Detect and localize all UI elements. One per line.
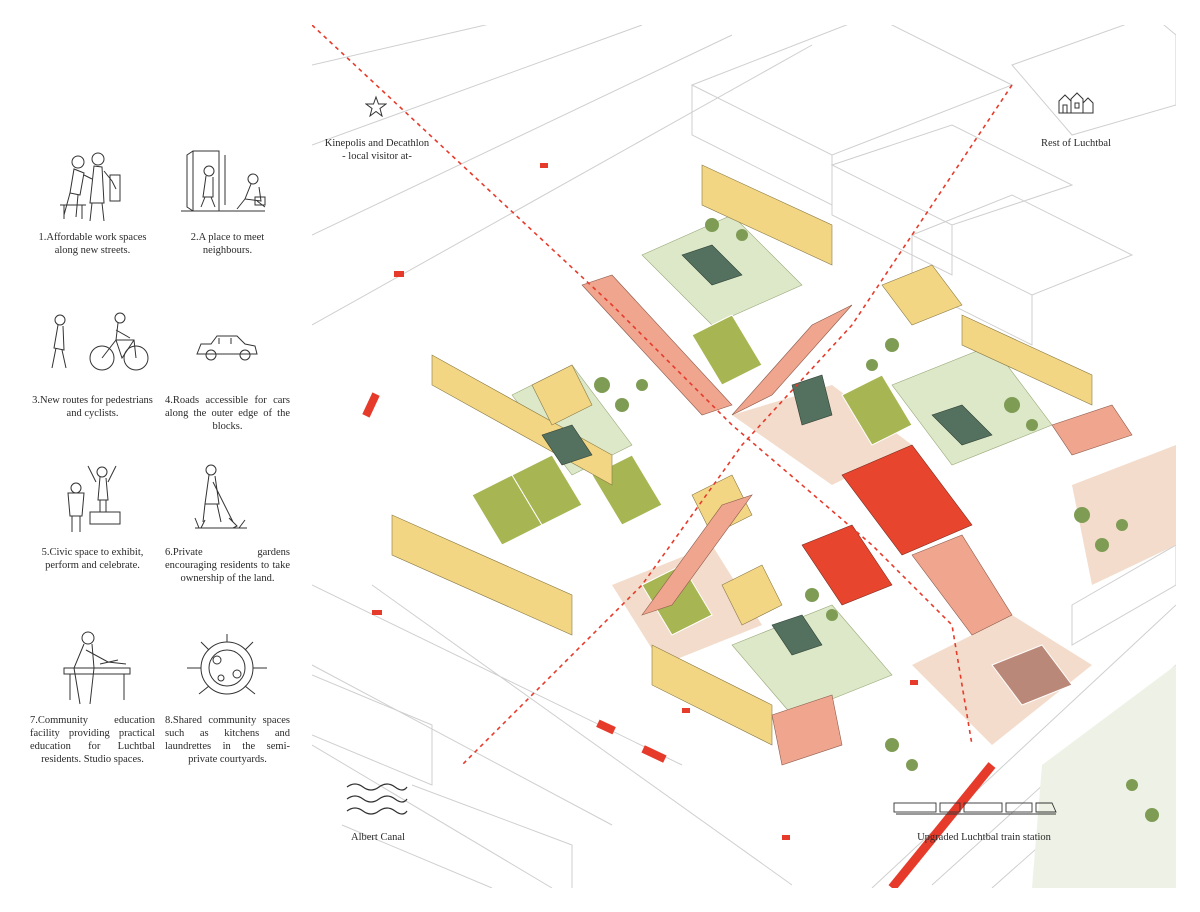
kinepolis-label: Kinepolis and Decathlon - local visitor …	[324, 138, 430, 162]
pavilions	[541, 244, 993, 656]
vehicles	[362, 163, 918, 840]
legend-item-roads: 4.Roads accessible for cars along the ou…	[165, 308, 290, 433]
rest-of-luchtbal-label: Rest of Luchtbal	[1041, 138, 1111, 149]
gardener-sketch-icon	[194, 464, 247, 529]
cyclist-sketch-icon	[51, 312, 149, 371]
car-sketch-icon	[196, 335, 258, 361]
legend-item-education: 7.Community education facility providing…	[30, 628, 155, 766]
pedestrian-routes	[312, 25, 1013, 766]
legend-item-workspaces: 1.Affordable work spaces along new stree…	[30, 145, 155, 257]
railway-line	[888, 762, 996, 888]
garden-plots	[471, 314, 913, 636]
legend-caption: 3.New routes for pedestrians and cyclist…	[32, 395, 153, 419]
legend-caption: 8.Shared community spaces such as kitche…	[165, 715, 290, 765]
legend-item-meet-neighbours: 2.A place to meet neighbours.	[165, 145, 290, 257]
community-facility	[801, 444, 973, 606]
park-area	[1032, 665, 1176, 888]
waves-icon	[346, 783, 408, 815]
legend-caption: 2.A place to meet neighbours.	[190, 232, 265, 256]
shared-table-sketch-icon	[187, 634, 267, 695]
star-icon	[365, 95, 387, 117]
legend-caption: 1.Affordable work spaces along new stree…	[38, 232, 147, 256]
masterplan-drawing	[312, 25, 1176, 888]
workspace-blocks	[581, 274, 1133, 766]
legend-item-civic-space: 5.Civic space to exhibit, perform and ce…	[30, 460, 155, 572]
workshop-sketch-icon	[63, 631, 131, 705]
sports-court	[991, 644, 1073, 706]
performers-sketch-icon	[67, 465, 121, 532]
neighbours-sketch-icon	[181, 150, 266, 212]
legend-item-shared-spaces: 8.Shared community spaces such as kitche…	[165, 628, 290, 766]
legend-caption: 6.Private gardens encouraging residents …	[165, 547, 290, 584]
houses-icon	[1058, 92, 1094, 114]
legend-panel: 1.Affordable work spaces along new stree…	[0, 0, 300, 912]
legend-caption: 5.Civic space to exhibit, perform and ce…	[41, 547, 144, 571]
train-station-label: Upgraded Luchtbal train station	[917, 832, 1051, 843]
train-icon	[893, 802, 1057, 815]
residential-blocks	[391, 164, 1093, 746]
legend-caption: 7.Community education facility providing…	[30, 715, 155, 765]
legend-item-private-gardens: 6.Private gardens encouraging residents …	[165, 460, 290, 585]
legend-caption: 4.Roads accessible for cars along the ou…	[165, 395, 290, 432]
trees	[594, 218, 1159, 822]
workspace-sketch-icon	[60, 152, 121, 222]
legend-item-routes: 3.New routes for pedestrians and cyclist…	[30, 308, 155, 420]
axonometric-map: Kinepolis and Decathlon - local visitor …	[312, 25, 1176, 888]
context-buildings	[312, 25, 1176, 888]
albert-canal-label: Albert Canal	[351, 832, 405, 843]
